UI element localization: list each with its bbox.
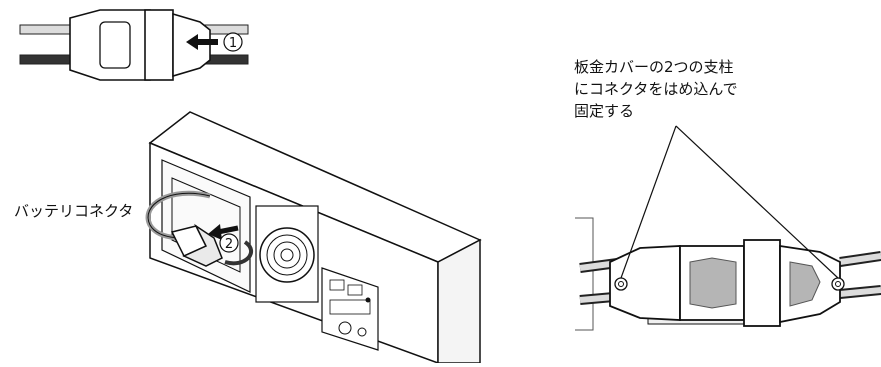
step-1-number: 1 <box>229 36 237 51</box>
fix-instruction-line-3: 固定する <box>574 102 635 120</box>
push-arrow-head-1 <box>186 34 198 50</box>
battery-connector-mate <box>182 223 223 267</box>
connector-sleeve-right <box>144 9 174 81</box>
mesh-area-right <box>789 261 821 307</box>
connector-latch-left <box>99 21 131 69</box>
leader-line-left <box>620 125 677 279</box>
post-right-center <box>835 281 841 287</box>
post-left-center <box>618 281 624 287</box>
push-arrow-shaft-2 <box>217 225 239 235</box>
leader-line-right <box>675 125 839 279</box>
mesh-area-left <box>689 257 737 309</box>
step-2-circle <box>219 233 239 253</box>
screw-1 <box>365 297 371 303</box>
connector-detail-top: 1 <box>19 9 249 81</box>
push-arrow-head-2 <box>208 224 222 240</box>
battery-bay-inner <box>171 177 241 273</box>
fix-instruction-line-1: 板金カバーの2つの支柱 <box>574 58 734 76</box>
ups-side-panel <box>437 238 481 364</box>
step-1-circle <box>223 32 243 52</box>
ups-rear-view: 2 <box>145 111 482 365</box>
output-socket <box>329 299 371 315</box>
fix-instruction-label: 板金カバーの2つの支柱 にコネクタをはめ込んで 固定する <box>574 56 738 122</box>
cable-right-top-fixed-core <box>839 253 881 265</box>
fan-ring-2 <box>273 241 301 269</box>
fix-instruction-line-2: にコネクタをはめ込んで <box>574 80 738 98</box>
fixed-connector-sleeve <box>743 239 781 327</box>
battery-cable-dark <box>224 240 254 266</box>
power-switch <box>338 321 352 335</box>
cable-right-bottom-fixed-core <box>839 287 881 297</box>
connector-fixed-detail <box>575 125 881 331</box>
small-knob <box>357 327 367 337</box>
fan-ring-1 <box>266 234 308 276</box>
battery-connector-label: バッテリコネクタ <box>14 202 134 220</box>
indicator-2 <box>347 284 363 296</box>
panel-edge <box>575 217 594 331</box>
fan-hub <box>280 248 294 262</box>
indicator-1 <box>329 279 345 291</box>
step-2-number: 2 <box>225 237 233 252</box>
